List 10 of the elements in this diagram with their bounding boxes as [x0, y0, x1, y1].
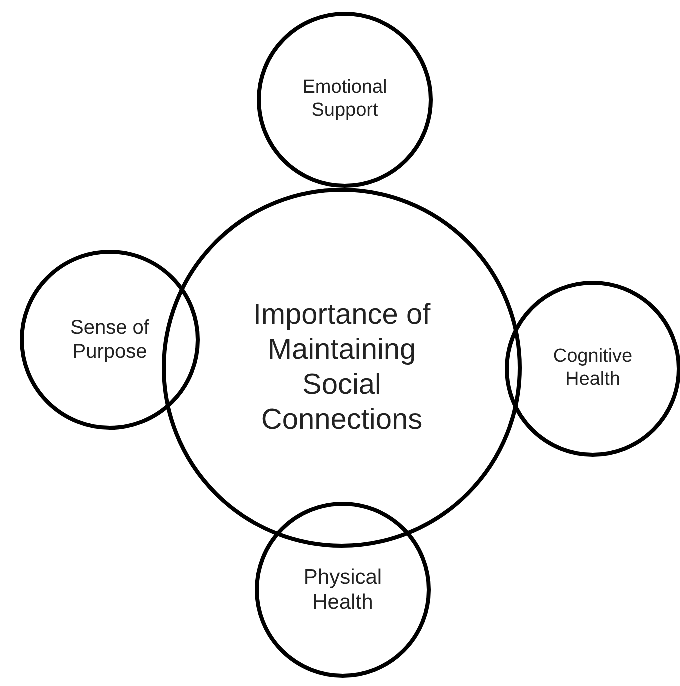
topic-label: Physical Health: [302, 564, 384, 616]
topic-circle: [20, 250, 200, 430]
topic-label: Cognitive Health: [552, 346, 634, 392]
topic-circle: [162, 188, 522, 548]
topic-circle: [255, 502, 431, 678]
center-title: Importance of Maintaining Social Connections: [252, 298, 432, 438]
topic-label: Sense of Purpose: [70, 316, 150, 364]
topic-label: Emotional Support: [302, 77, 388, 123]
topic-circle: [257, 12, 433, 188]
topic-circle: [505, 281, 680, 457]
